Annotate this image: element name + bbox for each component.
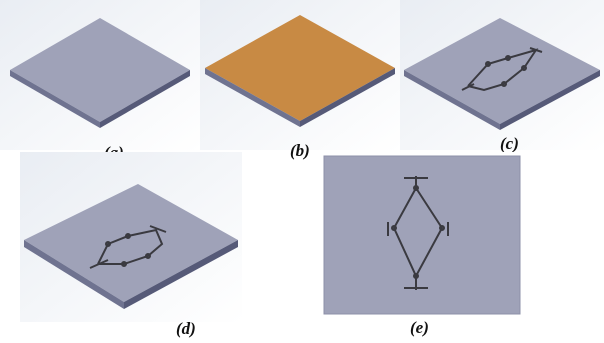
caption-c: (c) [500, 134, 519, 153]
panel-a [0, 0, 200, 150]
panel-d [20, 152, 242, 322]
linkage-mechanism-c [461, 47, 543, 92]
caption-e: (e) [410, 318, 429, 337]
plate-c-illustration [400, 0, 604, 150]
plate-d-illustration [20, 152, 242, 322]
linkage-mechanism-e [387, 176, 449, 290]
caption-d: (d) [176, 319, 196, 338]
caption-b: (b) [290, 141, 310, 160]
plate-e-illustration [320, 152, 524, 318]
panel-e [320, 152, 524, 318]
panel-b [200, 0, 400, 150]
linkage-mechanism-d [89, 225, 167, 269]
plate-b-illustration [200, 0, 400, 150]
plate-a-illustration [0, 0, 200, 150]
panel-c [400, 0, 604, 150]
